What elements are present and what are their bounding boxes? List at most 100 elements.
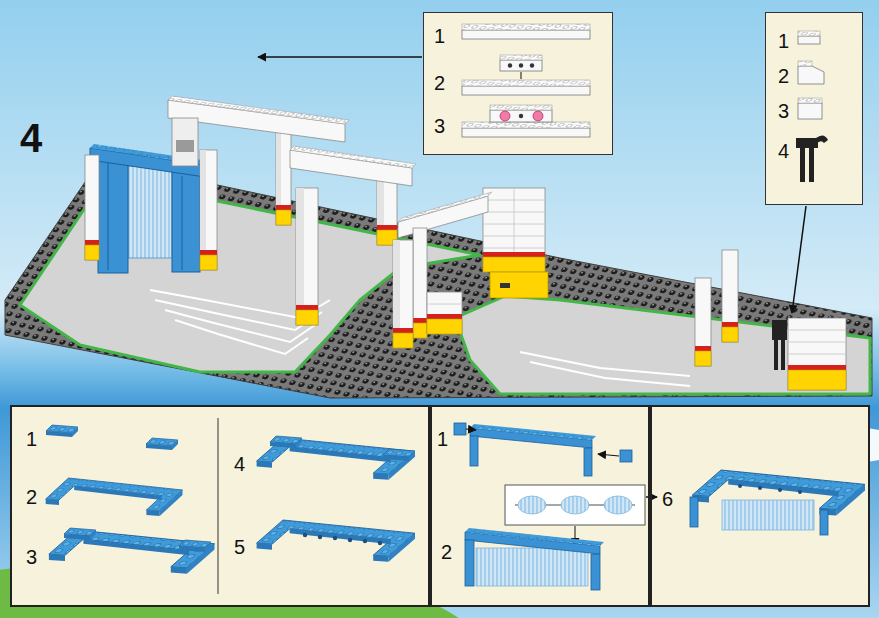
build-step-parts bbox=[333, 536, 337, 540]
pillar bbox=[276, 205, 291, 210]
build-step-parts bbox=[466, 429, 476, 430]
callout-panel bbox=[533, 111, 543, 121]
wash-block bbox=[483, 257, 545, 272]
callout-panel bbox=[796, 138, 818, 148]
build-step-parts bbox=[179, 540, 211, 552]
pillar bbox=[695, 278, 711, 366]
step-number: 3 bbox=[26, 547, 37, 567]
baseplate bbox=[175, 320, 308, 354]
pillar bbox=[85, 240, 99, 245]
pillar bbox=[296, 188, 318, 325]
baseplate bbox=[5, 160, 872, 398]
callout-panel bbox=[462, 128, 590, 137]
pillar bbox=[393, 328, 413, 333]
wash-block bbox=[483, 188, 548, 298]
build-step-parts bbox=[738, 484, 742, 488]
pillar bbox=[695, 346, 711, 351]
pillar bbox=[85, 155, 99, 260]
side-wall bbox=[772, 318, 846, 390]
pillar bbox=[276, 128, 291, 225]
build-step-parts bbox=[690, 497, 698, 527]
build-step-parts bbox=[620, 450, 632, 462]
gate-beam bbox=[290, 146, 416, 186]
callout-panel bbox=[521, 72, 522, 79]
callout-panel bbox=[519, 114, 523, 118]
callout-panel bbox=[500, 111, 510, 121]
build-step-parts bbox=[363, 539, 367, 543]
pillar bbox=[393, 240, 413, 348]
pointer-arrow bbox=[792, 206, 806, 313]
wash-block bbox=[490, 272, 548, 298]
pillar bbox=[393, 333, 413, 348]
wash-block bbox=[483, 188, 545, 254]
step-number: 4 bbox=[20, 118, 42, 158]
pillar bbox=[85, 155, 99, 260]
build-step-parts bbox=[348, 538, 352, 542]
callout-panel bbox=[798, 98, 822, 103]
callout-panel bbox=[765, 12, 863, 205]
build-step-parts bbox=[454, 423, 466, 435]
low-wall bbox=[427, 292, 462, 334]
pillar bbox=[722, 327, 738, 342]
callout-panel bbox=[490, 105, 552, 110]
pillar bbox=[296, 305, 318, 310]
callout-box: 1234 bbox=[765, 12, 863, 205]
pillar bbox=[722, 322, 738, 327]
callout-panel bbox=[462, 24, 590, 30]
callout-panel bbox=[798, 103, 822, 119]
build-step-parts bbox=[722, 500, 814, 530]
pillar bbox=[296, 188, 304, 325]
build-step-parts bbox=[798, 490, 802, 494]
step-number: 1 bbox=[26, 429, 37, 449]
build-step-parts bbox=[303, 533, 307, 537]
callout-panel bbox=[508, 63, 512, 67]
gate-beam bbox=[176, 140, 194, 152]
pillar bbox=[695, 351, 711, 366]
instruction-band bbox=[10, 405, 870, 607]
callout-panel bbox=[423, 12, 613, 155]
step-number: 1 bbox=[437, 429, 448, 449]
build-step-parts bbox=[470, 436, 478, 466]
side-wall bbox=[788, 342, 846, 343]
build-step-parts bbox=[318, 535, 322, 539]
build-step-parts bbox=[591, 554, 600, 590]
build-step-parts bbox=[454, 423, 657, 590]
build-step-parts bbox=[505, 485, 645, 525]
pillar bbox=[200, 250, 217, 255]
callout-panel bbox=[500, 55, 542, 60]
build-step-parts bbox=[378, 541, 382, 545]
pillar bbox=[276, 210, 291, 225]
callout-panel bbox=[800, 148, 805, 182]
wash-block bbox=[514, 188, 515, 254]
low-wall bbox=[427, 304, 462, 305]
build-step-parts bbox=[465, 540, 474, 586]
build-step-parts bbox=[604, 496, 632, 514]
car-wash-unit bbox=[108, 162, 109, 270]
step-number: 3 bbox=[778, 101, 789, 121]
pillar bbox=[296, 188, 318, 325]
car-wash-unit bbox=[128, 166, 172, 258]
pillar bbox=[85, 245, 99, 260]
baseplate bbox=[455, 296, 870, 394]
pillar bbox=[413, 323, 427, 338]
pillar bbox=[722, 250, 738, 342]
callout-panel bbox=[798, 36, 820, 44]
side-wall bbox=[788, 354, 846, 355]
build-step-parts bbox=[690, 470, 865, 535]
pillar bbox=[200, 150, 217, 270]
side-wall bbox=[781, 340, 785, 370]
step-number: 2 bbox=[778, 66, 789, 86]
build-step-parts bbox=[584, 448, 592, 476]
callout-panel bbox=[490, 110, 552, 122]
car-wash-unit bbox=[172, 172, 200, 272]
pillar bbox=[377, 225, 397, 230]
side-wall bbox=[774, 340, 778, 370]
callout-panel bbox=[530, 63, 534, 67]
callout-panel bbox=[519, 63, 523, 67]
baseplate bbox=[520, 352, 690, 376]
build-step-parts bbox=[598, 454, 619, 456]
build-step-parts bbox=[465, 528, 604, 546]
callout-panel bbox=[798, 66, 824, 84]
